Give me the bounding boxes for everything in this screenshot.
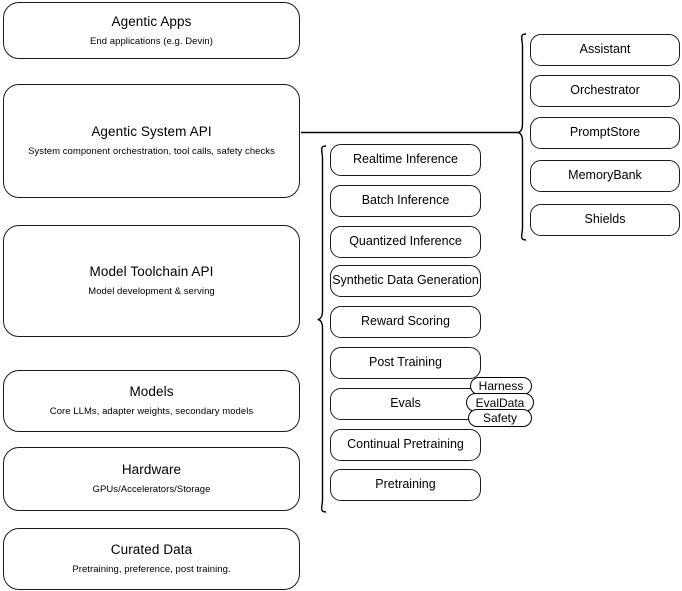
layer-title: Agentic System API [91,124,212,140]
item-label: Reward Scoring [361,314,450,329]
layer-title: Agentic Apps [111,13,192,29]
layer-title: Hardware [121,462,182,478]
item-label: Pretraining [375,477,436,492]
item-label: Assistant [579,42,631,57]
item-label: Batch Inference [361,193,450,208]
layer-title: Model Toolchain API [89,264,214,280]
toolchain-item-post-training[interactable]: Post Training [330,347,481,379]
toolchain-item-reward-scoring[interactable]: Reward Scoring [330,306,481,338]
layer-subtitle: End applications (e.g. Devin) [90,35,213,47]
item-label: Quantized Inference [349,234,462,249]
evals-badge-safety[interactable]: Safety [468,409,532,427]
item-label: PromptStore [569,125,641,140]
layer-title: Models [129,384,174,400]
badge-label: Harness [478,379,524,393]
left-brace [317,145,327,513]
item-label: MemoryBank [568,168,642,183]
layer-hardware[interactable]: Hardware GPUs/Accelerators/Storage [3,447,300,511]
system-item-assistant[interactable]: Assistant [530,34,680,66]
layer-agentic-apps[interactable]: Agentic Apps End applications (e.g. Devi… [3,2,300,59]
system-item-memorybank[interactable]: MemoryBank [530,160,680,192]
layer-subtitle: Model development & serving [88,286,215,297]
layer-subtitle: Pretraining, preference, post training. [72,564,231,575]
toolchain-item-batch-inference[interactable]: Batch Inference [330,185,481,217]
item-label: Synthetic Data Generation [332,273,479,288]
badge-label: Safety [482,411,518,425]
layer-model-toolchain-api[interactable]: Model Toolchain API Model development & … [3,225,300,337]
layer-title: Curated Data [110,542,193,558]
item-label: Orchestrator [570,83,640,98]
toolchain-item-evals[interactable]: Evals [330,388,481,420]
toolchain-item-pretraining[interactable]: Pretraining [330,469,481,501]
system-item-shields[interactable]: Shields [530,204,680,236]
layer-curated-data[interactable]: Curated Data Pretraining, preference, po… [3,528,300,590]
item-label: Shields [584,212,626,227]
layer-models[interactable]: Models Core LLMs, adapter weights, secon… [3,370,300,432]
toolchain-item-continual-pretraining[interactable]: Continual Pretraining [330,429,481,461]
system-item-orchestrator[interactable]: Orchestrator [530,75,680,107]
system-item-promptstore[interactable]: PromptStore [530,117,680,149]
toolchain-item-quantized-inference[interactable]: Quantized Inference [330,226,481,258]
item-label: Post Training [369,355,442,370]
layer-subtitle: GPUs/Accelerators/Storage [92,484,211,495]
badge-label: EvalData [475,395,525,410]
toolchain-item-realtime-inference[interactable]: Realtime Inference [330,144,481,176]
right-brace [517,33,527,241]
item-label: Realtime Inference [353,152,458,167]
layer-subtitle: System component orchestration, tool cal… [28,146,275,157]
layer-subtitle: Core LLMs, adapter weights, secondary mo… [49,406,254,417]
toolchain-item-synthetic-data-generation[interactable]: Synthetic Data Generation [330,265,481,297]
layer-agentic-system-api[interactable]: Agentic System API System component orch… [3,84,300,198]
item-label: Continual Pretraining [347,437,464,452]
item-label: Evals [390,396,421,411]
